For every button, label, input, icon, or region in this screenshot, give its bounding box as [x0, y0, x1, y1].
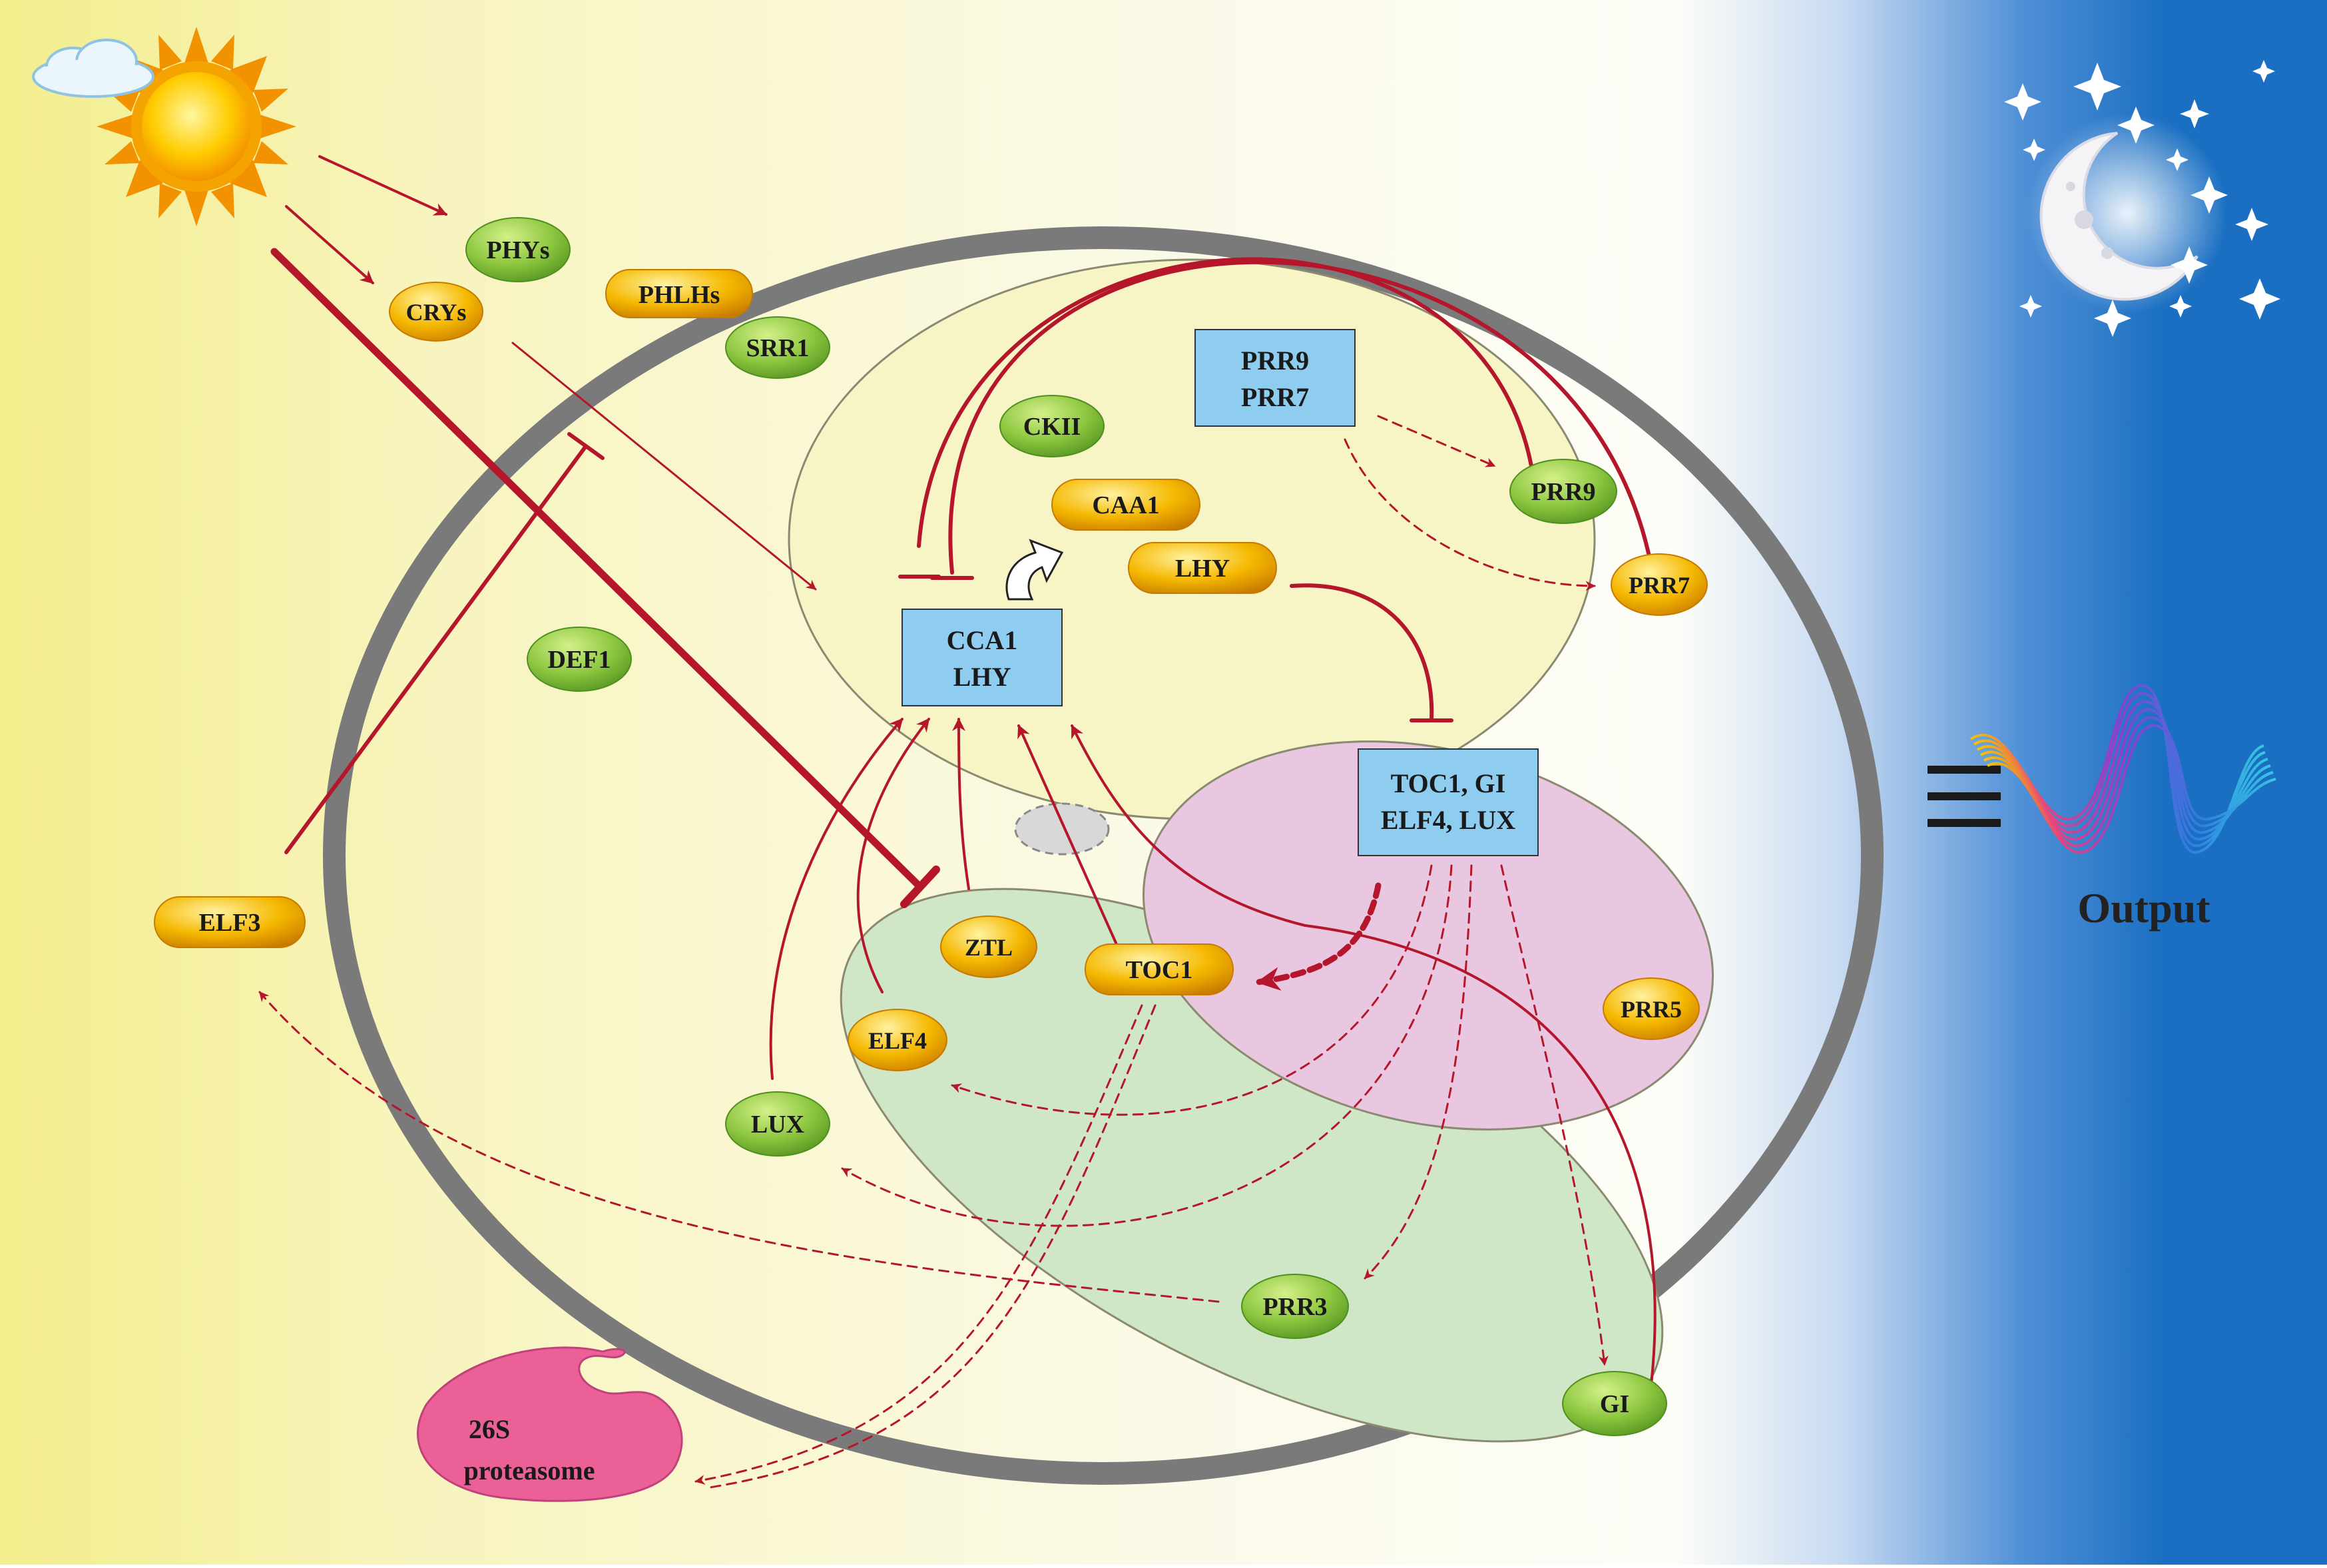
wave-icon — [1969, 684, 2276, 854]
arrow-evening-toc1 — [1255, 882, 1382, 991]
svg-text:PRR7: PRR7 — [1629, 572, 1690, 599]
node-prr9: PRR9 — [1509, 459, 1617, 524]
arrow-evening-lux — [841, 864, 1453, 1227]
proteasome-label-2: proteasome — [464, 1455, 595, 1485]
box-cca1-lhy: CCA1 LHY — [902, 609, 1063, 706]
box-evening-complex: TOC1, GI ELF4, LUX — [1358, 748, 1539, 856]
equivalence-icon — [1928, 766, 2001, 827]
node-elf3: ELF3 — [154, 896, 306, 948]
inhibit-prr9-cca1 — [917, 257, 1533, 548]
svg-text:CCA1: CCA1 — [947, 625, 1018, 655]
node-prr3: PRR3 — [1241, 1274, 1349, 1339]
nucleus-region — [788, 258, 1596, 820]
arrow-evening-prr3 — [1364, 864, 1473, 1280]
svg-text:PRR5: PRR5 — [1621, 996, 1682, 1023]
svg-text:CKII: CKII — [1023, 413, 1081, 441]
arrow-lux-cca1 — [769, 718, 904, 1080]
svg-text:LUX: LUX — [751, 1111, 804, 1139]
arrow-crys-nucleus — [511, 342, 817, 591]
node-lhy: LHY — [1128, 542, 1277, 594]
svg-text:SRR1: SRR1 — [746, 334, 809, 362]
node-ckii: CKII — [999, 395, 1105, 457]
arrow-prr97-prr9 — [1377, 415, 1496, 467]
proteasome-label-1: 26S — [469, 1414, 510, 1444]
moon-icon — [2027, 113, 2227, 313]
cell-boundary — [323, 226, 1884, 1485]
svg-text:LHY: LHY — [1175, 555, 1230, 583]
arrow-prr97-prr7 — [1344, 438, 1596, 591]
output-label: Output — [2077, 884, 2210, 931]
svg-text:ELF4, LUX: ELF4, LUX — [1381, 805, 1515, 835]
inhibit-prr7-cca1 — [948, 260, 1653, 575]
node-gi: GI — [1562, 1371, 1667, 1436]
arrow-elf4-cca1 — [856, 718, 930, 993]
proteasome-icon: 26S proteasome — [417, 1346, 683, 1502]
node-ztl: ZTL — [940, 915, 1037, 978]
svg-text:PRR3: PRR3 — [1262, 1293, 1327, 1321]
node-elf4: ELF4 — [848, 1009, 947, 1071]
inhibit-bar-elf3 — [567, 432, 605, 460]
svg-text:PRR7: PRR7 — [1241, 382, 1309, 412]
svg-text:PRR9: PRR9 — [1531, 478, 1595, 506]
svg-text:PRR9: PRR9 — [1241, 346, 1309, 376]
node-prr5: PRR5 — [1603, 977, 1700, 1040]
arrow-evening-gi — [1500, 864, 1609, 1366]
arrow-toc1-cca1 — [1017, 724, 1120, 950]
node-crys: CRYs — [389, 282, 483, 342]
inhibit-lhy-evening — [1290, 583, 1434, 721]
inhibit-elf3 — [284, 444, 588, 854]
arrow-toc1-proteasome-a — [694, 1004, 1143, 1485]
arrow-gi-cca1 — [1071, 724, 1657, 1386]
box-prr9-prr7: PRR9 PRR7 — [1194, 329, 1356, 427]
node-caa1: CAA1 — [1051, 479, 1200, 531]
arrow-ztl-cca1 — [952, 718, 970, 890]
node-lux: LUX — [725, 1091, 830, 1157]
arrow-prr3-elf3 — [258, 991, 1220, 1303]
node-prr7: PRR7 — [1611, 553, 1708, 616]
node-phys: PHYs — [465, 217, 571, 282]
arrow-toc1-proteasome-b — [704, 1004, 1157, 1489]
svg-text:TOC1, GI: TOC1, GI — [1391, 768, 1506, 798]
svg-text:PHYs: PHYs — [487, 236, 550, 264]
unknown-factor-ellipse — [1014, 802, 1110, 856]
inhibit-sun-ztl — [270, 248, 924, 891]
node-phlhs: PHLHs — [605, 269, 753, 318]
node-def1: DEF1 — [527, 627, 632, 692]
svg-text:DEF1: DEF1 — [548, 646, 611, 674]
svg-text:CRYs: CRYs — [406, 299, 467, 326]
svg-text:CAA1: CAA1 — [1092, 491, 1159, 519]
svg-text:GI: GI — [1600, 1390, 1629, 1418]
sun-icon — [97, 27, 296, 226]
svg-text:TOC1: TOC1 — [1126, 956, 1193, 984]
arrow-cca1-caa1 — [1005, 539, 1064, 601]
svg-text:ELF3: ELF3 — [199, 909, 261, 937]
node-toc1: TOC1 — [1085, 943, 1234, 995]
svg-text:ZTL: ZTL — [965, 934, 1013, 961]
arrow-sun-crys — [285, 205, 374, 284]
arrow-evening-elf4 — [951, 864, 1433, 1116]
svg-text:LHY: LHY — [953, 662, 1011, 692]
stars-icon — [2004, 60, 2280, 337]
cloud-icon — [32, 39, 154, 98]
svg-text:PHLHs: PHLHs — [639, 281, 720, 309]
svg-text:ELF4: ELF4 — [868, 1027, 927, 1054]
arrow-sun-phys — [318, 155, 447, 216]
inhibit-bar-ztl — [900, 866, 940, 908]
node-srr1: SRR1 — [725, 316, 830, 379]
